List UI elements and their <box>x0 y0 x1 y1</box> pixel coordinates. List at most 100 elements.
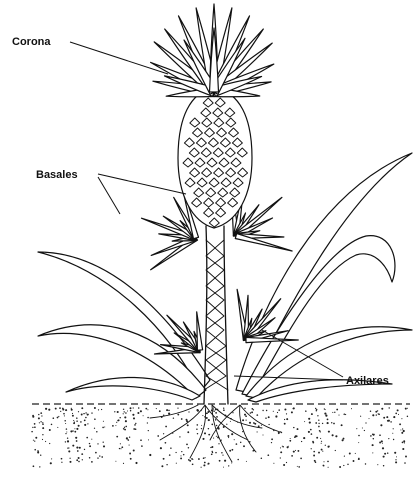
soil-speck <box>82 459 83 460</box>
soil-speck <box>85 417 87 419</box>
soil-speck <box>76 447 78 449</box>
soil-speck <box>165 426 167 428</box>
soil-speck <box>273 463 274 464</box>
soil-speck <box>392 433 393 434</box>
pineapple-crown <box>151 4 274 97</box>
soil-speck <box>341 424 343 426</box>
soil-speck <box>293 451 295 453</box>
soil-speck <box>115 425 116 426</box>
soil-speck <box>318 420 319 421</box>
soil-speck <box>250 412 252 414</box>
soil-speck <box>123 413 124 414</box>
soil-speck <box>81 453 83 455</box>
soil-speck <box>51 458 52 459</box>
soil-speck <box>236 443 238 445</box>
soil-speck <box>242 419 244 421</box>
soil-speck <box>227 435 229 437</box>
soil-speck <box>331 422 332 423</box>
soil-speck <box>68 450 70 452</box>
soil-speck <box>297 450 299 452</box>
soil-speck <box>311 433 313 435</box>
soil-speck <box>134 424 136 426</box>
soil-speck <box>79 447 81 449</box>
soil-speck <box>358 442 359 443</box>
soil-speck <box>211 451 212 452</box>
soil-speck <box>39 466 40 467</box>
soil-speck <box>405 408 407 410</box>
soil-speck <box>215 412 217 414</box>
soil-speck <box>135 423 136 424</box>
soil-speck <box>72 445 74 447</box>
soil-speck <box>71 409 73 411</box>
soil-speck <box>358 458 360 460</box>
soil-speck <box>325 445 326 446</box>
soil-speck <box>332 434 334 436</box>
crown-leaf <box>210 28 219 92</box>
soil-speck <box>407 416 408 417</box>
soil-speck <box>196 424 198 426</box>
soil-speck <box>78 461 80 463</box>
soil-speck <box>245 415 247 417</box>
soil-speck <box>137 412 139 414</box>
soil-speck <box>125 420 127 422</box>
soil-speck <box>216 425 217 426</box>
soil-speck <box>251 408 253 410</box>
soil-speck <box>318 452 320 454</box>
soil-speck <box>246 420 247 421</box>
soil-speck <box>186 420 188 422</box>
soil-speck <box>38 417 40 419</box>
soil-speck <box>282 446 284 448</box>
soil-speck <box>64 415 65 416</box>
soil-speck <box>70 430 72 432</box>
soil-speck <box>360 416 361 417</box>
soil-speck <box>201 467 202 468</box>
soil-speck <box>256 414 258 416</box>
soil-speck <box>39 422 40 423</box>
soil-speck <box>203 464 205 466</box>
soil-speck <box>189 460 191 462</box>
soil-speck <box>91 412 92 413</box>
soil-speck <box>402 448 404 450</box>
soil-speck <box>179 436 180 437</box>
soil-speck <box>355 453 356 454</box>
soil-speck <box>315 422 317 424</box>
soil-speck <box>140 410 142 412</box>
soil-speck <box>94 428 95 429</box>
soil-speck <box>291 411 293 413</box>
soil-speck <box>321 441 322 442</box>
stem <box>204 226 228 404</box>
soil-speck <box>96 431 98 433</box>
soil-speck <box>393 416 395 418</box>
soil-speck <box>362 427 363 428</box>
soil-speck <box>284 408 286 410</box>
soil-speck <box>401 418 402 419</box>
soil-speck <box>77 450 79 452</box>
soil-speck <box>402 442 404 444</box>
soil-speck <box>94 418 96 420</box>
soil-speck <box>286 413 287 414</box>
soil-speck <box>338 415 339 416</box>
soil-speck <box>327 446 329 448</box>
soil-speck <box>393 428 394 429</box>
soil-speck <box>72 415 74 417</box>
soil-speck <box>78 411 79 412</box>
soil-speck <box>133 449 135 451</box>
soil-speck <box>127 410 128 411</box>
soil-speck <box>135 462 137 464</box>
soil-speck <box>284 419 285 420</box>
soil-speck <box>231 433 233 435</box>
soil-speck <box>308 431 310 433</box>
soil-speck <box>78 425 80 427</box>
soil-speck <box>339 466 341 468</box>
soil-speck <box>76 440 78 442</box>
soil-speck <box>84 449 85 450</box>
soil-speck <box>295 450 296 451</box>
soil-speck <box>117 420 118 421</box>
soil-speck <box>243 445 245 447</box>
soil-speck <box>33 465 35 467</box>
soil-speck <box>211 453 213 455</box>
soil-speck <box>133 417 135 419</box>
soil-speck <box>97 443 98 444</box>
soil-speck <box>80 421 82 423</box>
soil-speck <box>102 427 104 429</box>
